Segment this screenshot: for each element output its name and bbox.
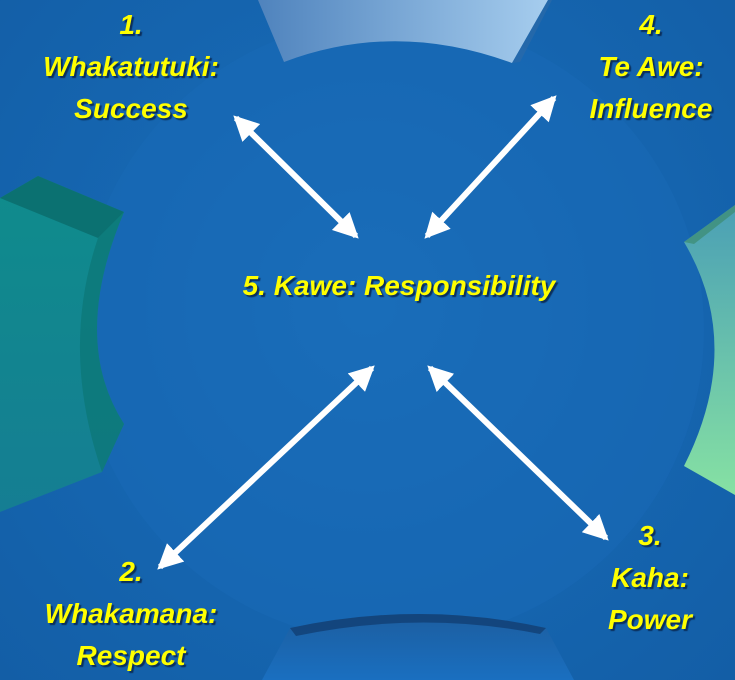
arrow-power-responsibility [427, 365, 609, 541]
node-success-number: 1. [119, 9, 143, 40]
node-respect: 2. Whakamana: Respect [0, 551, 262, 677]
arrow-respect-responsibility [157, 365, 375, 570]
node-power-maori: Kaha: [611, 562, 689, 593]
top-segment [258, 0, 548, 63]
node-respect-english: Respect [76, 640, 186, 671]
right-segment [684, 205, 735, 495]
bottom-segment [262, 614, 574, 680]
node-power: 3. Kaha: Power [560, 515, 735, 641]
node-influence-number: 4. [639, 9, 663, 40]
node-influence-maori: Te Awe: [598, 51, 704, 82]
node-success: 1. Whakatutuki: Success [0, 4, 262, 130]
node-influence-english: Influence [589, 93, 713, 124]
center-label: 5. Kawe: Responsibility [184, 265, 614, 307]
node-power-english: Power [607, 604, 693, 635]
arrow-influence-responsibility [424, 95, 557, 239]
center-text: 5. Kawe: Responsibility [242, 270, 556, 301]
node-success-maori: Whakatutuki: [43, 51, 219, 82]
arrow-success-responsibility [233, 115, 359, 239]
node-respect-maori: Whakamana: [44, 598, 218, 629]
node-influence: 4. Te Awe: Influence [540, 4, 735, 130]
node-power-number: 3. [638, 520, 662, 551]
node-success-english: Success [74, 93, 188, 124]
node-respect-number: 2. [119, 556, 143, 587]
